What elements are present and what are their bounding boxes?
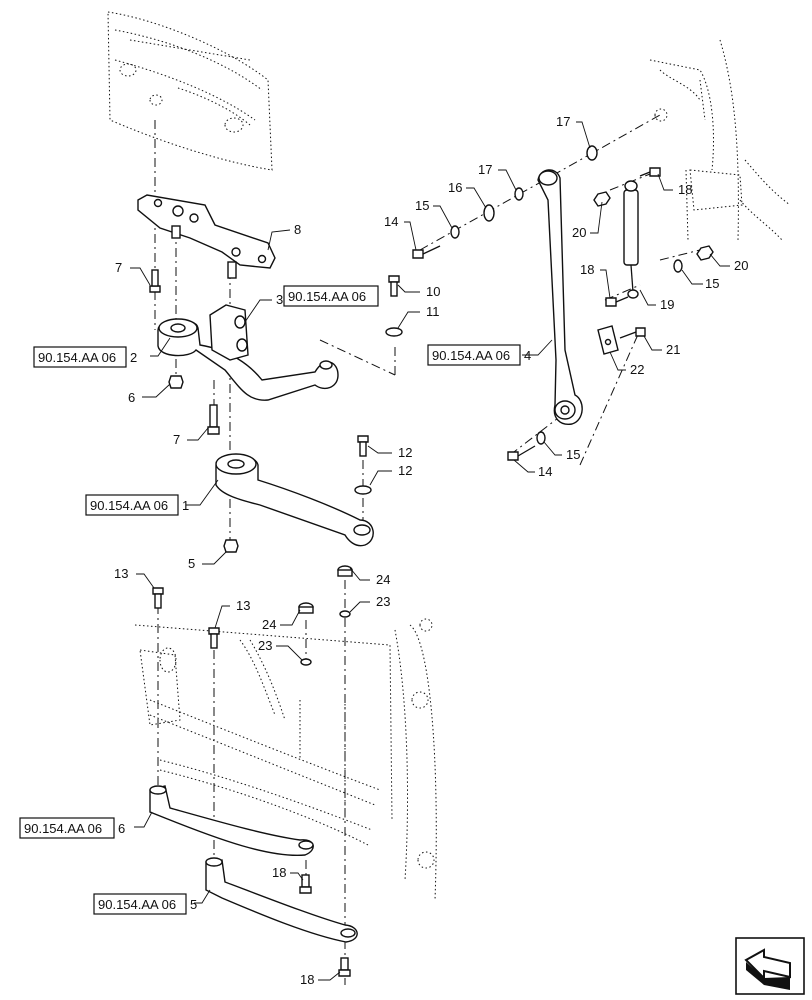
steering-arm-lower-1 xyxy=(215,453,374,547)
damper-19 xyxy=(623,180,639,299)
svg-text:1: 1 xyxy=(182,498,189,513)
callout-21: 21 xyxy=(666,342,680,357)
chassis-outline-right xyxy=(649,39,791,241)
callout-9: 7 xyxy=(115,260,122,275)
callout-3: 3 xyxy=(276,292,283,307)
navigation-arrow-icon[interactable] xyxy=(735,937,805,995)
callout-24-b: 24 xyxy=(262,617,276,632)
callout-20-b: 20 xyxy=(734,258,748,273)
reference-box-4[interactable]: 90.154.AA 06 4 xyxy=(427,344,531,366)
svg-text:90.154.AA 06: 90.154.AA 06 xyxy=(98,897,176,912)
callout-13-a: 12 xyxy=(398,445,412,460)
callout-23-b: 23 xyxy=(258,638,272,653)
callout-18-a: 18 xyxy=(272,865,286,880)
svg-text:90.154.AA 06: 90.154.AA 06 xyxy=(24,821,102,836)
callout-23-a: 23 xyxy=(376,594,390,609)
callout-14-a: 14 xyxy=(384,214,398,229)
reference-box-1[interactable]: 90.154.AA 06 1 xyxy=(85,494,189,516)
callout-24-a: 24 xyxy=(376,572,390,587)
callout-15-c: 15 xyxy=(566,447,580,462)
hardware xyxy=(149,145,714,977)
reference-box-5[interactable]: 90.154.AA 06 5 xyxy=(93,893,197,915)
callout-11: 10 xyxy=(426,284,440,299)
steering-arm-upper-2 xyxy=(157,304,339,401)
callout-12-lower: 12 xyxy=(398,463,412,478)
reference-box-11[interactable]: 90.154.AA 06 xyxy=(283,285,379,307)
chassis-outline-top xyxy=(107,11,273,171)
lower-link-6 xyxy=(149,785,314,857)
callout-8: 7 xyxy=(173,432,180,447)
callout-19: 19 xyxy=(660,297,674,312)
callout-16: 16 xyxy=(448,180,462,195)
callout-7-upper: 6 xyxy=(128,390,135,405)
callout-numbers: 8 7 3 6 7 10 11 12 12 5 13 13 24 23 24 2… xyxy=(114,114,748,987)
frame-outline-bottom xyxy=(134,618,437,901)
callout-13-c: 13 xyxy=(236,598,250,613)
lower-link-5 xyxy=(205,857,358,943)
callout-15-b: 15 xyxy=(705,276,719,291)
callout-17-a: 17 xyxy=(478,162,492,177)
link-rod-4 xyxy=(537,169,583,425)
callout-12-upper: 11 xyxy=(426,304,440,319)
callout-22: 22 xyxy=(630,362,644,377)
mounting-plate-10 xyxy=(137,194,276,279)
svg-text:90.154.AA 06: 90.154.AA 06 xyxy=(432,348,510,363)
bracket-22 xyxy=(597,325,619,355)
leader-lines xyxy=(130,121,730,981)
callout-15-a: 15 xyxy=(415,198,429,213)
callout-7-lower: 5 xyxy=(188,556,195,571)
svg-text:90.154.AA 06: 90.154.AA 06 xyxy=(38,350,116,365)
callout-20-a: 20 xyxy=(572,225,586,240)
svg-text:5: 5 xyxy=(190,897,197,912)
svg-text:90.154.AA 06: 90.154.AA 06 xyxy=(90,498,168,513)
callout-10: 8 xyxy=(294,222,301,237)
callout-18-c: 18 xyxy=(678,182,692,197)
callout-14-b: 14 xyxy=(538,464,552,479)
callout-13-b: 13 xyxy=(114,566,128,581)
callout-18-b: 18 xyxy=(300,972,314,987)
reference-box-2[interactable]: 90.154.AA 06 2 xyxy=(33,346,137,368)
svg-text:2: 2 xyxy=(130,350,137,365)
callout-18-d: 18 xyxy=(580,262,594,277)
callout-17-b: 17 xyxy=(556,114,570,129)
svg-text:4: 4 xyxy=(524,348,531,363)
reference-box-6[interactable]: 90.154.AA 06 6 xyxy=(19,817,125,839)
svg-text:6: 6 xyxy=(118,821,125,836)
svg-text:90.154.AA 06: 90.154.AA 06 xyxy=(288,289,366,304)
